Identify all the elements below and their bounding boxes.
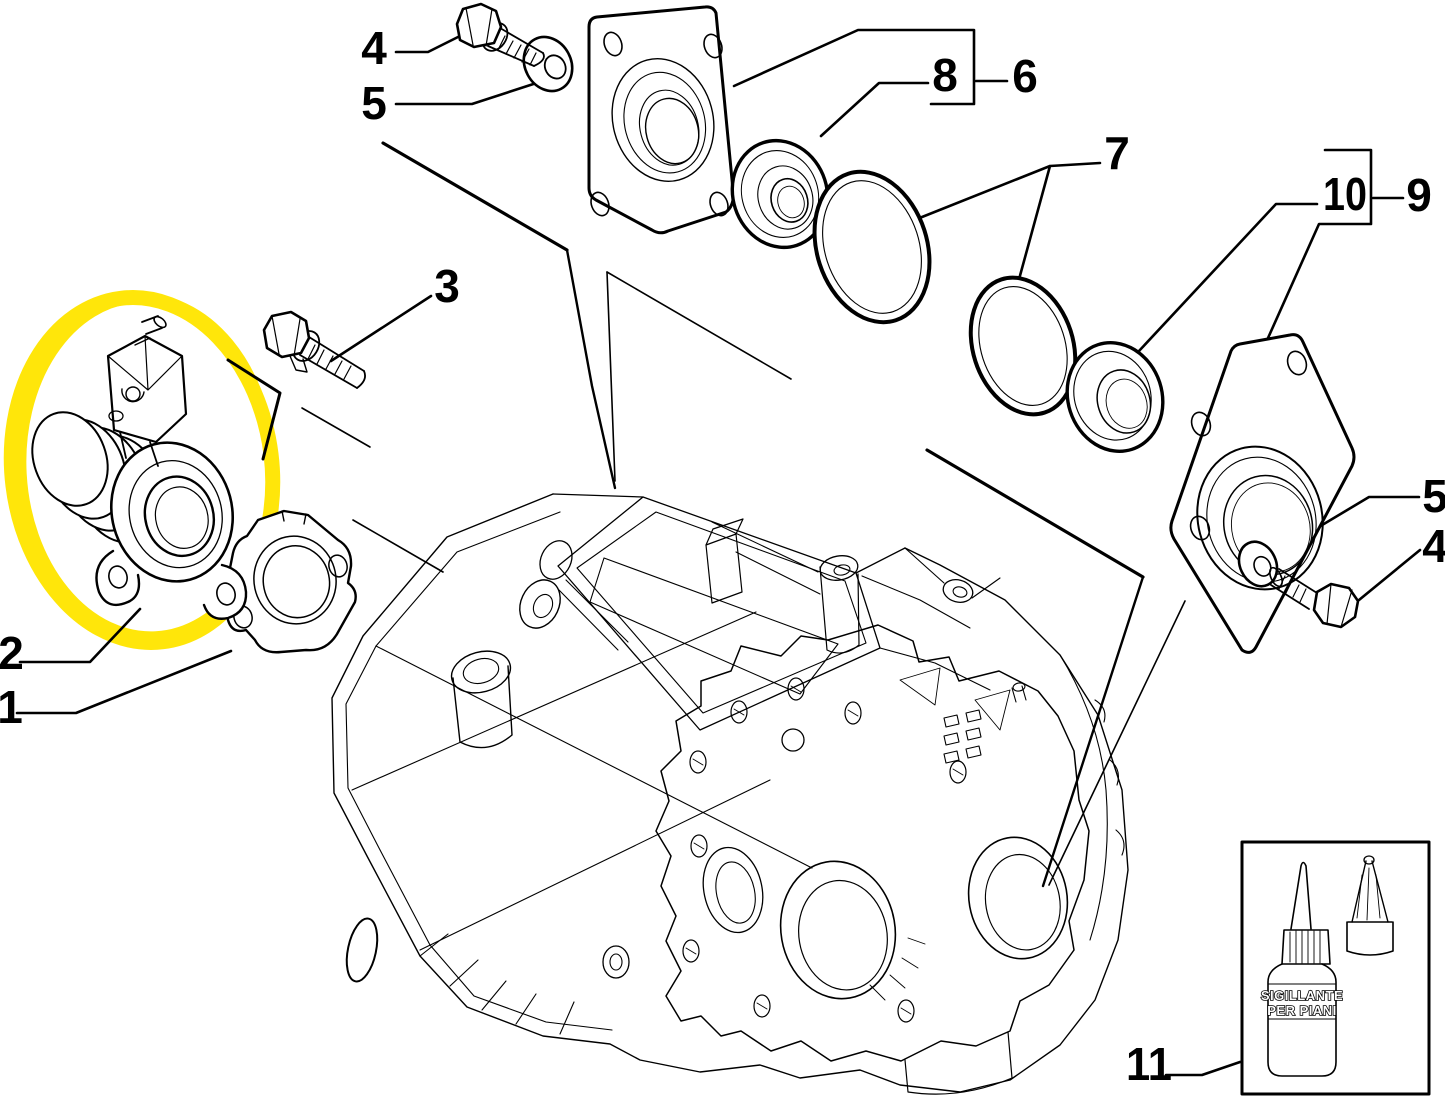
sealant-label-line1: SIGILLANTE bbox=[1261, 988, 1343, 1003]
callout-leader-lines bbox=[15, 28, 1422, 1077]
bolt-4-right bbox=[1269, 566, 1360, 629]
seal-10 bbox=[1065, 341, 1165, 453]
washer-5-left bbox=[522, 35, 574, 93]
washer-5-right bbox=[1237, 540, 1279, 588]
callout-2: 2 bbox=[0, 627, 24, 679]
highlight-ellipse-inner bbox=[17, 293, 277, 641]
callout-7: 7 bbox=[1104, 127, 1130, 179]
bell-boss bbox=[450, 650, 513, 749]
bolt-holes bbox=[682, 677, 967, 1023]
callout-8: 8 bbox=[932, 49, 958, 101]
callout-5-right: 5 bbox=[1422, 470, 1445, 522]
seal-8 bbox=[730, 138, 830, 250]
highlight-circle bbox=[3, 290, 281, 650]
release-bearing-2 bbox=[31, 315, 248, 620]
callout-3: 3 bbox=[434, 260, 460, 312]
explosion-wedge-lines bbox=[226, 141, 1186, 888]
callout-labels: 4 5 3 8 6 7 10 9 5 4 2 1 11 bbox=[0, 22, 1445, 1090]
callout-6: 6 bbox=[1012, 50, 1038, 102]
callout-10: 10 bbox=[1323, 168, 1367, 220]
sealant-bottle: SIGILLANTE PER PIANI bbox=[1260, 861, 1343, 1077]
bolt-3 bbox=[262, 310, 366, 389]
callout-11: 11 bbox=[1126, 1038, 1172, 1090]
callout-4-right: 4 bbox=[1422, 520, 1445, 572]
callout-1: 1 bbox=[0, 681, 23, 733]
flange-cover-9 bbox=[1169, 333, 1356, 654]
callout-5-left: 5 bbox=[361, 77, 387, 129]
vent-slots bbox=[943, 709, 982, 764]
o-ring-7b bbox=[968, 275, 1078, 417]
sealant-kit-11: SIGILLANTE PER PIANI bbox=[1240, 840, 1431, 1096]
callout-9: 9 bbox=[1406, 169, 1432, 221]
sealant-label-line2: PER PIANI bbox=[1267, 1003, 1337, 1018]
bolt-4-left bbox=[455, 2, 545, 67]
gearbox-housing bbox=[331, 493, 1129, 1095]
bracket-6 bbox=[732, 28, 976, 106]
flange-cover-6 bbox=[587, 5, 735, 235]
sealant-cap bbox=[1346, 855, 1394, 956]
callout-4-left: 4 bbox=[361, 22, 387, 74]
bracket-9 bbox=[1262, 148, 1373, 349]
o-ring-7a bbox=[812, 169, 932, 325]
